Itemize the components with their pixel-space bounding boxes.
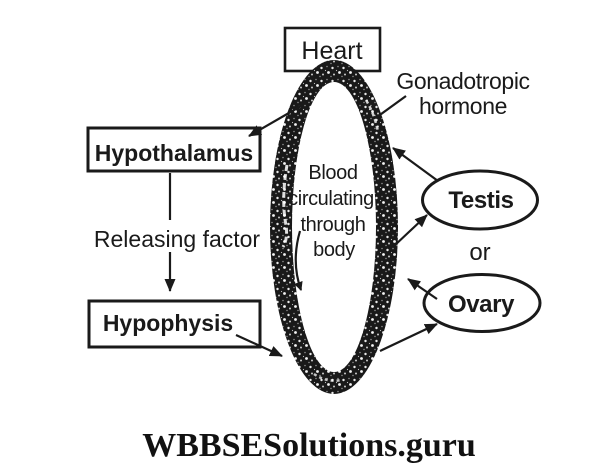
gonadotropic-label-line1: Gonadotropic — [396, 68, 529, 94]
hypophysis-to-blood-arrow — [235, 333, 283, 358]
ring-texture-streak — [313, 372, 343, 382]
testis-to-blood-arrow — [392, 147, 439, 182]
gonadotropic-pointer-line — [376, 95, 407, 118]
blood-label-line4: body — [313, 239, 355, 261]
gonadotropic-hormone-annotation: Gonadotropic hormone — [376, 68, 530, 119]
blood-loop-ring — [270, 60, 398, 394]
blood-flow-direction-arrow — [294, 230, 303, 291]
ring-texture-streak — [364, 99, 380, 133]
testis-label: Testis — [448, 187, 513, 214]
gonadotropic-label-line2: hormone — [419, 93, 507, 119]
ovary-to-blood-arrow — [407, 278, 438, 300]
or-label: or — [469, 239, 490, 266]
blood-label-line1: Blood — [308, 162, 357, 184]
blood-to-ovary-arrow — [379, 323, 438, 352]
testis-node: Testis — [421, 169, 539, 231]
hypophysis-box — [87, 299, 262, 349]
hypothalamus-box — [86, 126, 262, 173]
blood-to-testis-arrow — [393, 214, 428, 247]
blood-to-hypothalamus-arrow — [248, 105, 302, 137]
ovary-node: Ovary — [422, 273, 542, 333]
hypophysis-node: Hypophysis — [87, 299, 262, 349]
hypophysis-label: Hypophysis — [103, 310, 233, 336]
ovary-ellipse — [422, 273, 542, 333]
releasing-factor-label: Releasing factor — [94, 226, 261, 252]
testis-ellipse — [421, 169, 539, 231]
blood-circulation-label: Blood circulating through body — [288, 162, 374, 291]
watermark-text: WBBSESolutions.guru — [142, 427, 476, 464]
hypothalamus-node: Hypothalamus — [86, 126, 262, 173]
hypothalamus-label: Hypothalamus — [95, 140, 253, 166]
blood-label-line2: circulating — [288, 188, 374, 210]
ovary-label: Ovary — [448, 291, 515, 318]
blood-label-line3: through — [300, 214, 365, 236]
ring-texture-streak — [281, 164, 289, 248]
